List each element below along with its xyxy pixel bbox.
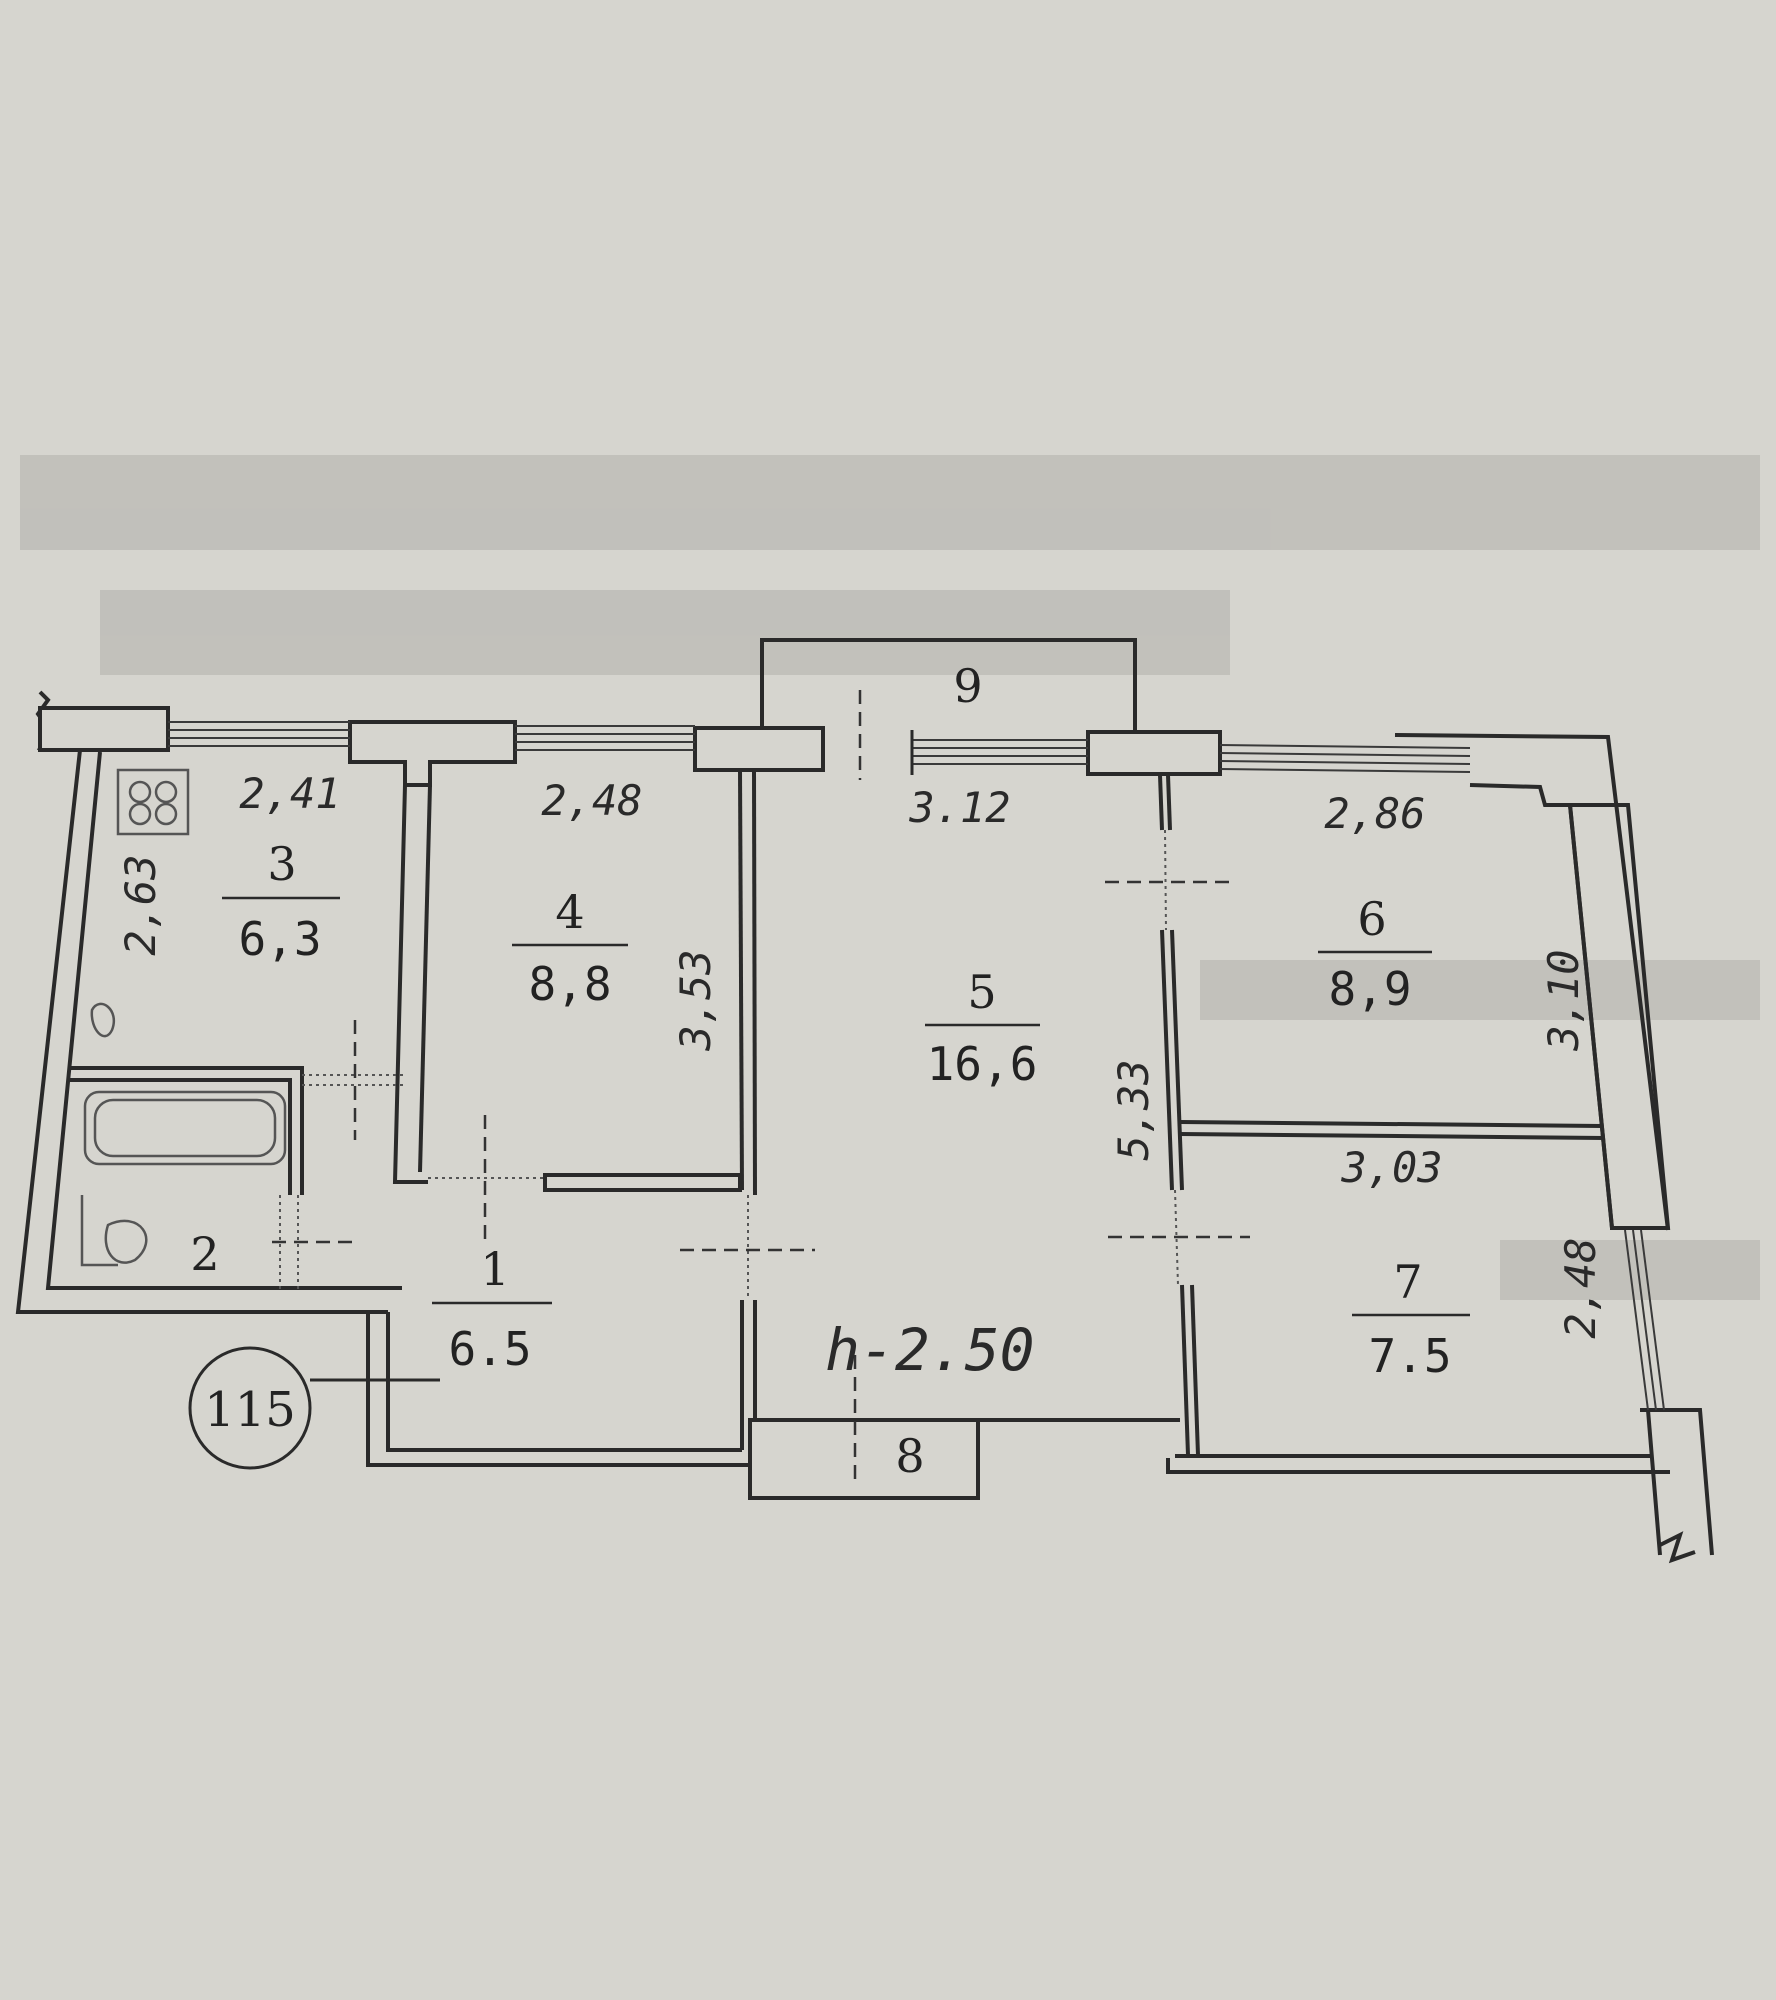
room-labels: 1 6.5 2 3 6,3 4 8,8 5 16,6 6 8,9 7 7.5 8… bbox=[190, 659, 1470, 1483]
room-2-number: 2 bbox=[190, 1227, 219, 1281]
room-7-number: 7 bbox=[1393, 1255, 1422, 1309]
room-8-number: 8 bbox=[895, 1429, 924, 1483]
dim-room5-depth: 5,33 bbox=[1109, 1059, 1158, 1160]
ceiling-height-label: h-2.50 bbox=[825, 1316, 1035, 1384]
outer-walls bbox=[15, 733, 1714, 1564]
right-pier bbox=[1567, 803, 1671, 1230]
room-9-loggia bbox=[760, 638, 1137, 730]
room-5-area: 16,6 bbox=[927, 1037, 1038, 1091]
room-1-area: 6.5 bbox=[448, 1322, 531, 1376]
bathroom-fixtures bbox=[80, 768, 287, 1267]
dim-room6-width: 2,86 bbox=[1324, 789, 1425, 838]
dim-room5-width: 3.12 bbox=[908, 783, 1010, 832]
room-3-area: 6,3 bbox=[238, 912, 321, 966]
room-6-number: 6 bbox=[1357, 892, 1386, 946]
room-3-number: 3 bbox=[267, 837, 296, 891]
door-markers bbox=[272, 690, 1250, 1485]
room-4-number: 4 bbox=[555, 885, 584, 939]
dim-room3-width: 2,41 bbox=[239, 769, 340, 818]
apartment-number: 115 bbox=[204, 1382, 296, 1438]
bleed-through-marks bbox=[20, 455, 1760, 1300]
dim-room3-depth: 2,63 bbox=[116, 854, 165, 955]
top-windows bbox=[168, 721, 1665, 1411]
dim-room4-depth: 3,53 bbox=[671, 949, 720, 1051]
dim-room7-width: 3,03 bbox=[1340, 1143, 1442, 1192]
room-7-area: 7.5 bbox=[1368, 1329, 1451, 1383]
room-9-number: 9 bbox=[953, 659, 982, 713]
room-8-vestibule bbox=[748, 1418, 1180, 1500]
dimension-labels: 2,41 2,63 2,48 3,53 3.12 5,33 2,86 3,10 … bbox=[116, 769, 1605, 1339]
dim-room6-depth: 3,10 bbox=[1539, 949, 1588, 1051]
room-4-area: 8,8 bbox=[528, 957, 611, 1011]
room-5-number: 5 bbox=[967, 965, 996, 1019]
apartment-number-badge: 115 bbox=[188, 1346, 440, 1470]
dim-room4-width: 2,48 bbox=[541, 776, 642, 825]
room-6-area: 8,9 bbox=[1328, 962, 1411, 1016]
room-1-number: 1 bbox=[480, 1242, 509, 1296]
interior-walls bbox=[70, 769, 1605, 1456]
dim-room7-depth: 2,48 bbox=[1556, 1237, 1605, 1338]
